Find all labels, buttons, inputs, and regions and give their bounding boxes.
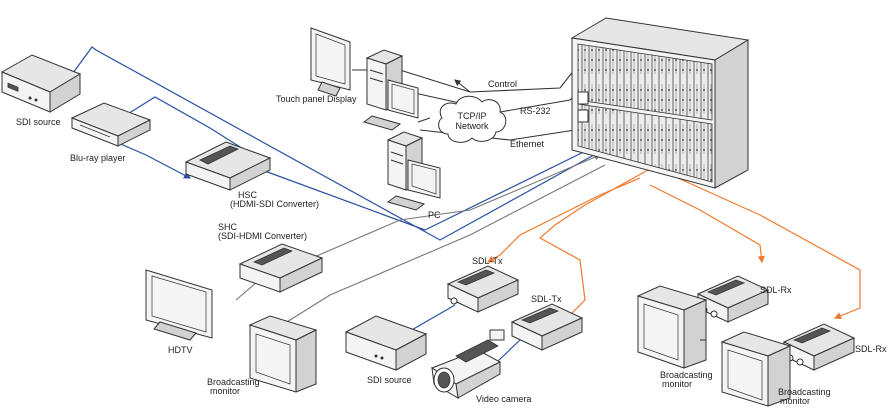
sdi-source-bottom-device xyxy=(344,315,428,371)
router-chassis xyxy=(570,17,750,189)
bcast-monitor-r1-device xyxy=(636,285,708,369)
sdi-source-top-device xyxy=(0,54,82,113)
bcast-monitor-r2-label-1: Broadcasting xyxy=(778,387,831,397)
touch-panel-display xyxy=(310,27,351,97)
sdl-rx-1-label: SDL-Rx xyxy=(760,285,792,295)
sdl-rx-2-label: SDL-Rx xyxy=(855,344,887,354)
video-camera-label: Video camera xyxy=(476,394,532,404)
ethernet-label: Ethernet xyxy=(510,139,545,149)
pc-lower xyxy=(386,131,441,211)
shc-device xyxy=(238,243,324,293)
sdl-rx-1-device xyxy=(696,275,770,323)
hsc-desc-label: (HDMI-SDI Converter) xyxy=(230,199,320,209)
bluray-label: Blu-ray player xyxy=(70,153,126,163)
bcast-monitor-r2-device xyxy=(720,331,792,407)
bcast-monitor-left-label-2: monitor xyxy=(210,386,241,396)
bcast-monitor-left-device xyxy=(248,315,318,393)
bluray-device xyxy=(70,102,152,147)
network-label-2: Network xyxy=(455,121,489,131)
network-cloud xyxy=(438,95,507,143)
sdl-tx-2-label: SDL-Tx xyxy=(531,294,562,304)
hdtv-device xyxy=(145,269,213,341)
video-camera-device xyxy=(430,329,505,399)
hsc-device xyxy=(184,141,272,191)
pc-upper xyxy=(362,49,419,131)
rs232-label: RS-232 xyxy=(520,106,551,116)
sdi-source-bottom-label: SDI source xyxy=(367,375,412,385)
shc-desc-label: (SDI-HDMI Converter) xyxy=(218,231,308,241)
bcast-monitor-r1-label-1: Broadcasting xyxy=(660,370,713,380)
network-label-1: TCP/IP xyxy=(457,111,487,121)
bcast-monitor-r1-label-2: monitor xyxy=(662,379,693,389)
sdl-rx-2-device xyxy=(782,323,856,371)
sdl-tx-1-label: SDL-Tx xyxy=(472,256,503,266)
control-label: Control xyxy=(488,79,518,89)
touch-panel-label: Touch panel Display xyxy=(276,94,357,104)
bcast-monitor-left-label-1: Broadcasting xyxy=(207,377,260,387)
fiber-links xyxy=(486,169,861,321)
hsc-title-label: HSC xyxy=(238,190,258,200)
sdi-source-top-label: SDI source xyxy=(16,117,61,127)
sdl-tx-1-device xyxy=(446,265,520,313)
pc-label: PC xyxy=(428,210,441,220)
bcast-monitor-r2-label-2: monitor xyxy=(780,396,811,406)
hdtv-label: HDTV xyxy=(168,345,193,355)
shc-title-label: SHC xyxy=(218,222,238,232)
sdl-tx-2-device xyxy=(510,303,584,351)
